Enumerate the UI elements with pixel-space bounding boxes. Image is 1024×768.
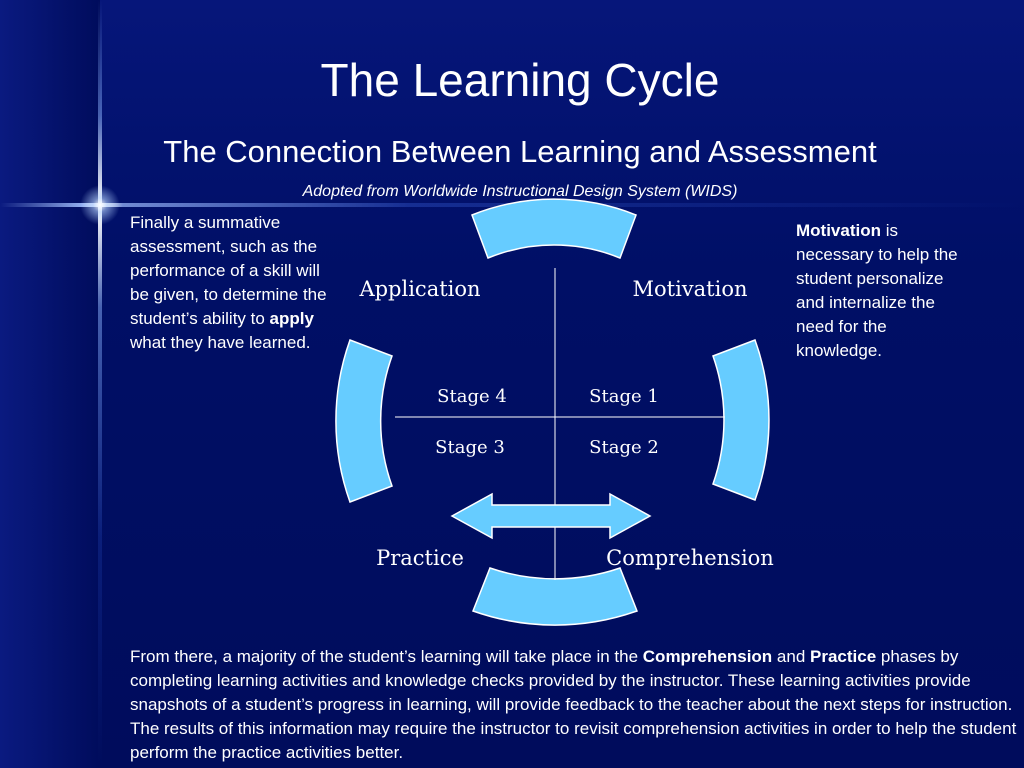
double-arrow-icon bbox=[450, 492, 652, 540]
cycle-segment-left bbox=[335, 339, 393, 503]
application-note-bold: apply bbox=[269, 309, 314, 328]
stage-label-1: Stage 1 bbox=[589, 386, 659, 407]
bottom-note-bold-comprehension: Comprehension bbox=[642, 647, 773, 666]
phase-label-practice: Practice bbox=[376, 546, 464, 570]
phase-label-comprehension: Comprehension bbox=[606, 546, 774, 570]
application-note-text-1: Finally a summative assessment, such as … bbox=[130, 213, 327, 328]
bottom-note-text-2: and bbox=[772, 647, 810, 666]
application-note: Finally a summative assessment, such as … bbox=[130, 211, 335, 355]
stage-label-3: Stage 3 bbox=[435, 437, 505, 458]
bottom-note-bold-practice: Practice bbox=[810, 647, 877, 666]
comprehension-practice-note: From there, a majority of the student’s … bbox=[130, 645, 1020, 765]
cycle-segment-right bbox=[712, 339, 770, 501]
cycle-segment-bottom bbox=[472, 567, 638, 626]
stage-label-4: Stage 4 bbox=[437, 386, 507, 407]
left-band bbox=[0, 0, 100, 768]
motivation-note-text: is necessary to help the student persona… bbox=[796, 221, 958, 360]
slide-subtitle: The Connection Between Learning and Asse… bbox=[163, 134, 877, 169]
cycle-segment-top bbox=[471, 198, 637, 259]
bottom-note-text-3: phases by completing learning activities… bbox=[130, 647, 1017, 762]
star-ray-vertical bbox=[98, 0, 102, 768]
slide-title: The Learning Cycle bbox=[320, 54, 720, 106]
phase-label-motivation: Motivation bbox=[632, 277, 747, 301]
application-note-text-2: what they have learned. bbox=[130, 333, 311, 352]
phase-label-application: Application bbox=[358, 277, 480, 301]
motivation-note: Motivation is necessary to help the stud… bbox=[796, 219, 976, 363]
motivation-note-bold: Motivation bbox=[796, 221, 881, 240]
stage-label-2: Stage 2 bbox=[589, 437, 659, 458]
sparkle-icon bbox=[80, 185, 120, 225]
source-credit: Adopted from Worldwide Instructional Des… bbox=[302, 183, 738, 200]
bottom-note-text-1: From there, a majority of the student’s … bbox=[130, 647, 643, 666]
